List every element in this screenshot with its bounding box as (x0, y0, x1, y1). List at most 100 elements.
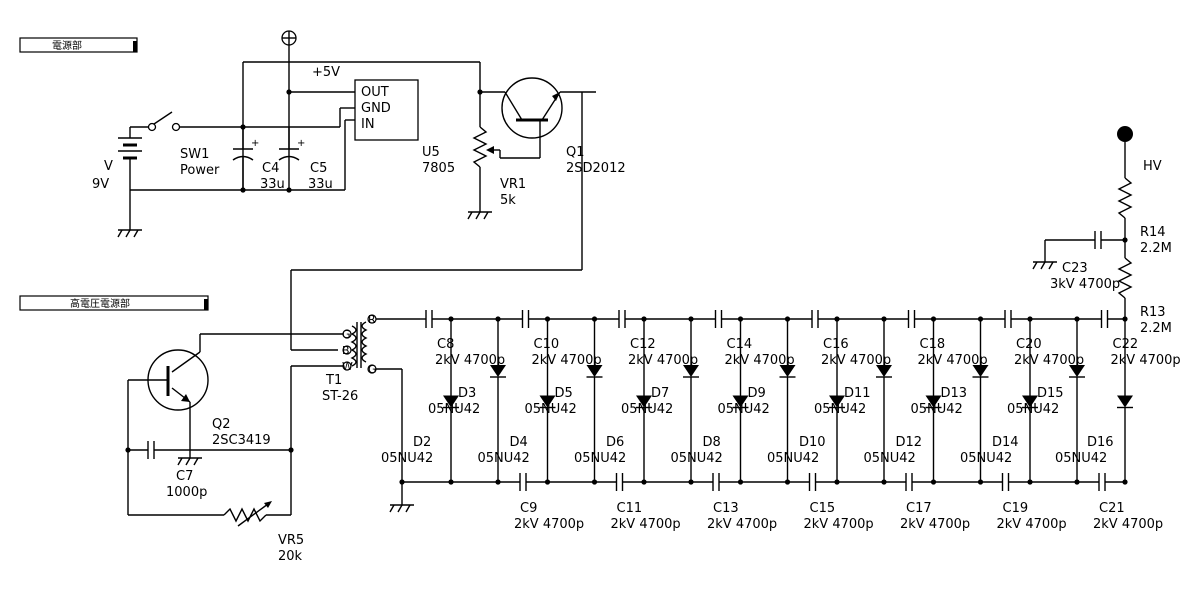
cap-ref: C14 (727, 337, 753, 352)
c5-value: 33u (308, 177, 333, 192)
diode-ref: D14 (992, 435, 1019, 450)
cap-value: 2kV 4700p (628, 353, 698, 368)
diode-value: 05NU42 (960, 451, 1012, 466)
label-box-shadow (204, 299, 208, 310)
cap-value: 2kV 4700p (918, 353, 988, 368)
cap-value: 2kV 4700p (435, 353, 505, 368)
r14-ref: R14 (1140, 225, 1166, 240)
cap-ref: C21 (1099, 501, 1125, 516)
t1-pin-b: B (342, 344, 350, 357)
cap-ref: C16 (823, 337, 849, 352)
diode-value: 05NU42 (478, 451, 530, 466)
cap-value: 2kV 4700p (997, 517, 1067, 532)
cap-value: 2kV 4700p (1093, 517, 1163, 532)
battery-symbol (118, 127, 142, 230)
diode-value: 05NU42 (767, 451, 819, 466)
diode-value: 05NU42 (911, 402, 963, 417)
t1-pin-r: R (368, 313, 376, 326)
q1-ref: Q1 (566, 145, 585, 160)
cap-ref: C10 (534, 337, 560, 352)
diode-d13 (972, 365, 989, 377)
diode-value: 05NU42 (1007, 402, 1059, 417)
resistor-r13 (1117, 257, 1133, 299)
diode-value: 05NU42 (428, 402, 480, 417)
t1-pin-w: W (342, 360, 353, 373)
c7-ref: C7 (176, 469, 193, 484)
cap-ref: C15 (810, 501, 836, 516)
u5-pin-gnd: GND (361, 101, 391, 116)
svg-text:+: + (297, 138, 305, 149)
cap-value: 2kV 4700p (900, 517, 970, 532)
svg-text:+: + (251, 138, 259, 149)
diode-d2 (443, 395, 459, 408)
q1-value: 2SD2012 (566, 161, 626, 176)
c5-ref: C5 (310, 161, 327, 176)
diode-ref: D7 (651, 386, 669, 401)
switch-value: Power (180, 163, 220, 178)
potentiometer-vr5 (223, 507, 267, 523)
diode-ref: D16 (1087, 435, 1114, 450)
cap-value: 2kV 4700p (514, 517, 584, 532)
hv-section-label: 高電圧電源部 (70, 297, 130, 310)
battery-ref: V (104, 159, 113, 174)
ground-symbol (389, 504, 414, 513)
hv-section: 高電圧電源部 R G B W G T1 ST-26 (19, 126, 1181, 564)
diode-d3 (490, 365, 506, 377)
hv-label: HV (1143, 159, 1162, 174)
diode-ref: D15 (1037, 386, 1064, 401)
diode-ref: D4 (510, 435, 528, 450)
capacitor-c5: + (278, 127, 305, 161)
q2-ref: Q2 (212, 417, 231, 432)
diode-d4 (539, 395, 556, 408)
cap-ref: C17 (906, 501, 932, 516)
hv-terminal (1117, 126, 1133, 142)
cap-ref: C8 (437, 337, 454, 352)
diode-d8 (732, 395, 749, 408)
diode-d5 (586, 365, 603, 377)
r13-value: 2.2M (1140, 321, 1172, 336)
u5-ref: U5 (422, 145, 440, 160)
transistor-q2 (128, 349, 209, 411)
potentiometer-vr1 (472, 126, 488, 168)
diode-d6 (636, 395, 652, 408)
c23-value: 3kV 4700p (1050, 277, 1120, 292)
u5-pin-in: IN (361, 117, 375, 132)
diode-value: 05NU42 (1055, 451, 1107, 466)
diode-ref: D12 (896, 435, 923, 450)
cap-value: 2kV 4700p (725, 353, 795, 368)
c4-value: 33u (260, 177, 285, 192)
power-section-label: 電源部 (52, 39, 82, 52)
capacitor-c7 (147, 441, 155, 459)
cap-ref: C13 (713, 501, 739, 516)
cap-ref: C12 (630, 337, 656, 352)
cap-ref: C9 (520, 501, 537, 516)
cap-ref: C11 (617, 501, 643, 516)
transformer-t1 (342, 314, 377, 374)
diode-d7 (683, 365, 699, 377)
u5-pin-out: OUT (361, 85, 389, 100)
vcc-terminal (281, 30, 297, 46)
diode-ref: D3 (458, 386, 476, 401)
diode-d12 (925, 395, 942, 408)
diode-value: 05NU42 (814, 402, 866, 417)
c23-ref: C23 (1062, 261, 1088, 276)
ground-symbol (117, 229, 142, 238)
diode-value: 05NU42 (621, 402, 673, 417)
cap-value: 2kV 4700p (1014, 353, 1084, 368)
capacitor-c4: + (232, 127, 259, 190)
power-section: 電源部 V 9V SW1 Power (19, 30, 626, 270)
diode-value: 05NU42 (718, 402, 770, 417)
diode-ref: D8 (703, 435, 721, 450)
diode-d14 (1022, 395, 1038, 408)
cap-value: 2kV 4700p (1111, 353, 1181, 368)
vr1-value: 5k (500, 193, 516, 208)
cap-value: 2kV 4700p (611, 517, 681, 532)
u5-value: 7805 (422, 161, 455, 176)
diode-ref: D2 (413, 435, 431, 450)
t1-pin-g: G (342, 328, 351, 341)
cap-ref: C20 (1016, 337, 1042, 352)
vcc-label: +5V (312, 65, 340, 80)
ground-symbol (177, 457, 202, 466)
cap-value: 2kV 4700p (804, 517, 874, 532)
